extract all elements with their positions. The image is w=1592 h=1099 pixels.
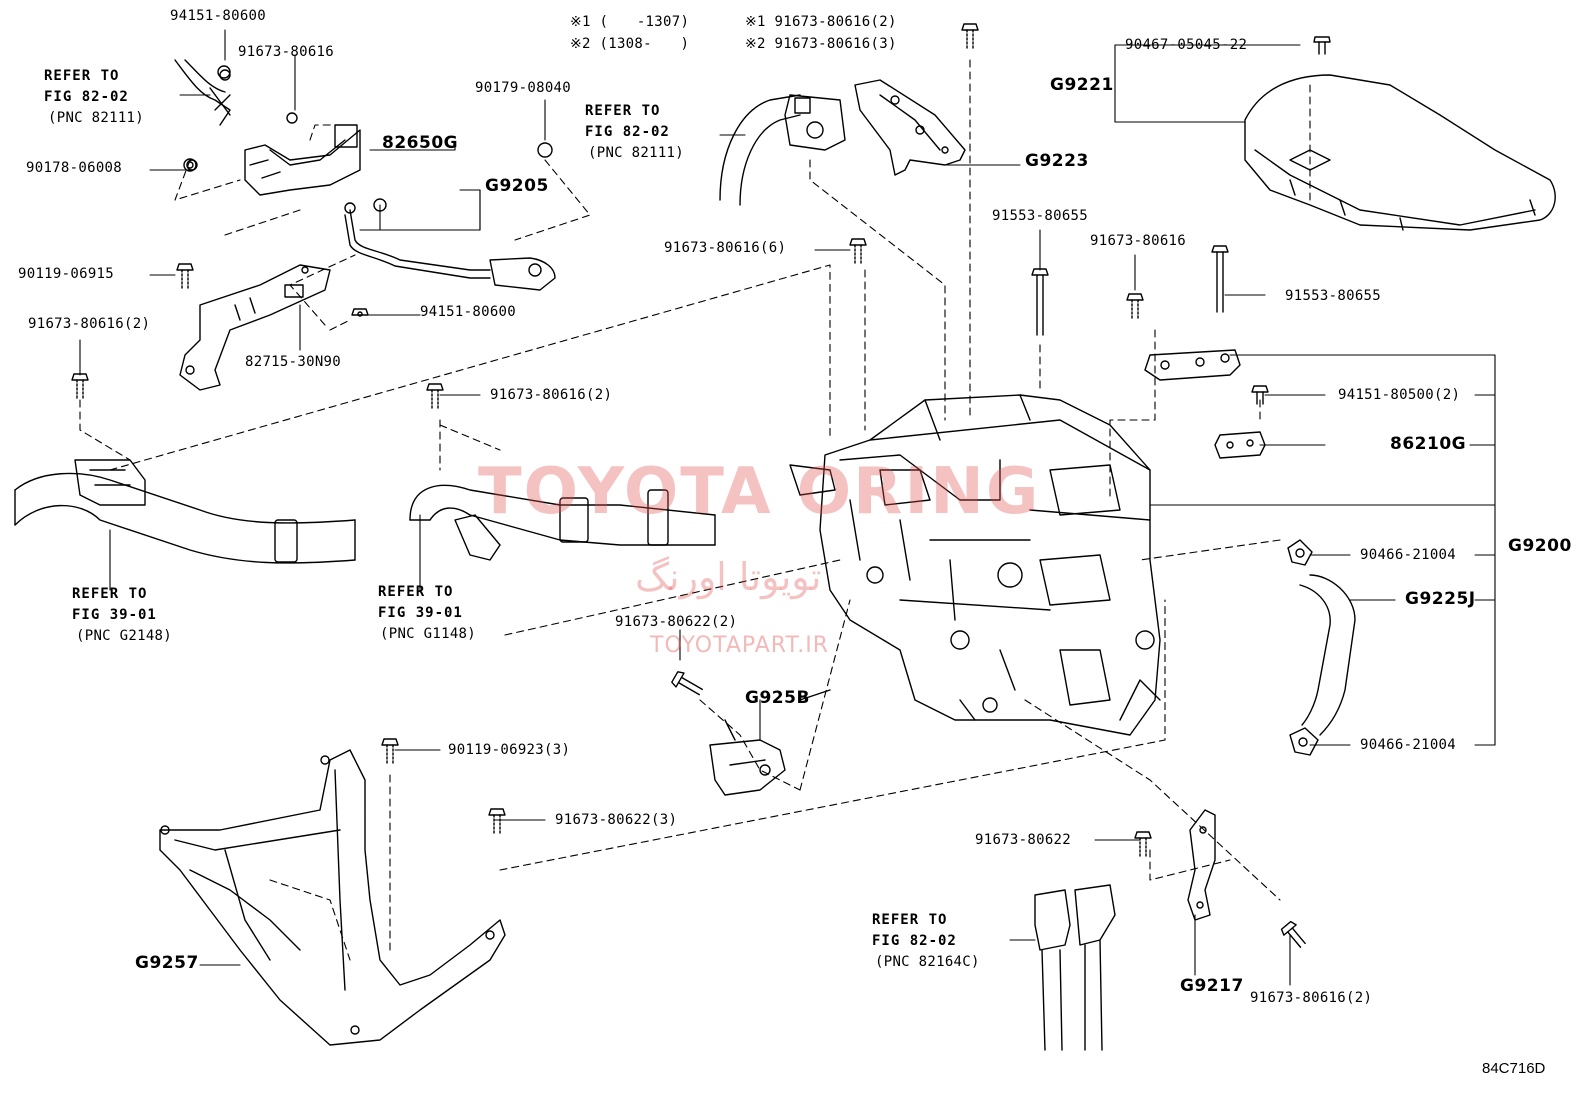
part-label[interactable]: G9200	[1508, 536, 1572, 556]
part-label[interactable]: 90466-21004	[1360, 737, 1457, 753]
part-label[interactable]: 94151-80600	[420, 304, 517, 320]
engine-cover-g9221	[1244, 74, 1556, 231]
part-label[interactable]: 91553-80655	[992, 208, 1089, 224]
watermark-site: TOYOTAPART.IR	[650, 633, 830, 658]
refer-label: REFER TO	[872, 912, 948, 928]
bracket-86210g	[1144, 349, 1266, 459]
bracket-g9223	[854, 79, 966, 176]
part-label[interactable]: 90178-06008	[26, 160, 123, 176]
watermark-brand: TOYOTA ORING	[478, 455, 1041, 529]
inverter-assembly[interactable]	[789, 394, 1161, 736]
part-label[interactable]: 91673-80616	[238, 44, 335, 60]
refer-pnc: (PNC 82111)	[48, 110, 145, 126]
part-label[interactable]: 86210G	[1390, 434, 1467, 454]
part-label[interactable]: G9257	[135, 953, 199, 973]
part-label[interactable]: G925B	[745, 688, 810, 708]
refer-fig[interactable]: FIG 39-01	[378, 605, 463, 621]
cable-82164c	[1034, 884, 1116, 1051]
part-label[interactable]: 91673-80622(2)	[615, 614, 738, 630]
part-label[interactable]: 90466-21004	[1360, 547, 1457, 563]
part-label[interactable]: G9225J	[1405, 589, 1476, 609]
refer-label: REFER TO	[585, 103, 661, 119]
bolt-icons	[71, 23, 1331, 948]
part-label[interactable]: 91553-80655	[1285, 288, 1382, 304]
diagram-code: 84C716D	[1482, 1060, 1546, 1077]
part-label[interactable]: 90179-08040	[475, 80, 572, 96]
bracket-g9217	[1187, 809, 1216, 921]
nut-icons	[183, 69, 231, 172]
hose-g2148	[14, 459, 356, 564]
leader-lines	[79, 29, 1496, 986]
refer-fig[interactable]: FIG 82-02	[585, 124, 670, 140]
ground-cable	[344, 202, 556, 291]
part-label[interactable]: 91673-80622(3)	[555, 812, 678, 828]
part-label[interactable]: 94151-80600	[170, 8, 267, 24]
part-label[interactable]: G9223	[1025, 151, 1089, 171]
part-label[interactable]: 90467-05045-22	[1125, 37, 1248, 53]
part-label[interactable]: 90119-06915	[18, 266, 115, 282]
part-label[interactable]: 91673-80616(2)	[490, 387, 613, 403]
refer-pnc: (PNC 82111)	[588, 145, 685, 161]
refer-fig[interactable]: FIG 82-02	[872, 933, 957, 949]
part-label[interactable]: 91673-80616(2)	[28, 316, 151, 332]
refer-pnc: (PNC G1148)	[380, 626, 477, 642]
note-variant-1: ※1 91673-80616(2)	[745, 14, 897, 30]
watermark-persian: تویوتا اورنگ	[635, 555, 822, 599]
part-label[interactable]: G9205	[485, 176, 549, 196]
refer-label: REFER TO	[44, 68, 120, 84]
part-label[interactable]: 82650G	[382, 133, 459, 153]
refer-label: REFER TO	[72, 586, 148, 602]
hose-g1148	[409, 484, 716, 561]
refer-pnc: (PNC G2148)	[76, 628, 173, 644]
frame-g9257	[159, 749, 506, 1046]
bracket-82715	[179, 264, 331, 391]
part-label[interactable]: 94151-80500(2)	[1338, 387, 1461, 403]
part-label[interactable]: 91673-80616	[1090, 233, 1187, 249]
refer-label: REFER TO	[378, 584, 454, 600]
part-label[interactable]: 90119-06923(3)	[448, 742, 571, 758]
part-label[interactable]: 91673-80616(2)	[1250, 990, 1373, 1006]
part-label[interactable]: 82715-30N90	[245, 354, 342, 370]
hose-g9225j	[1287, 539, 1356, 756]
dashed-guide-lines	[79, 59, 1311, 961]
note-range-2: ※2 (1308- )	[570, 36, 690, 52]
note-variant-2: ※2 91673-80616(3)	[745, 36, 897, 52]
refer-fig[interactable]: FIG 39-01	[72, 607, 157, 623]
harness-clamp-assembly	[174, 59, 553, 212]
bracket-g925b	[709, 719, 786, 796]
note-range-1: ※1 ( -1307)	[570, 14, 690, 30]
refer-pnc: (PNC 82164C)	[875, 954, 980, 970]
hose-82111	[719, 94, 846, 206]
refer-fig[interactable]: FIG 82-02	[44, 89, 129, 105]
part-label[interactable]: G9221	[1050, 75, 1114, 95]
part-label[interactable]: 91673-80622	[975, 832, 1072, 848]
part-label[interactable]: G9217	[1180, 976, 1244, 996]
part-label[interactable]: 91673-80616(6)	[664, 240, 787, 256]
